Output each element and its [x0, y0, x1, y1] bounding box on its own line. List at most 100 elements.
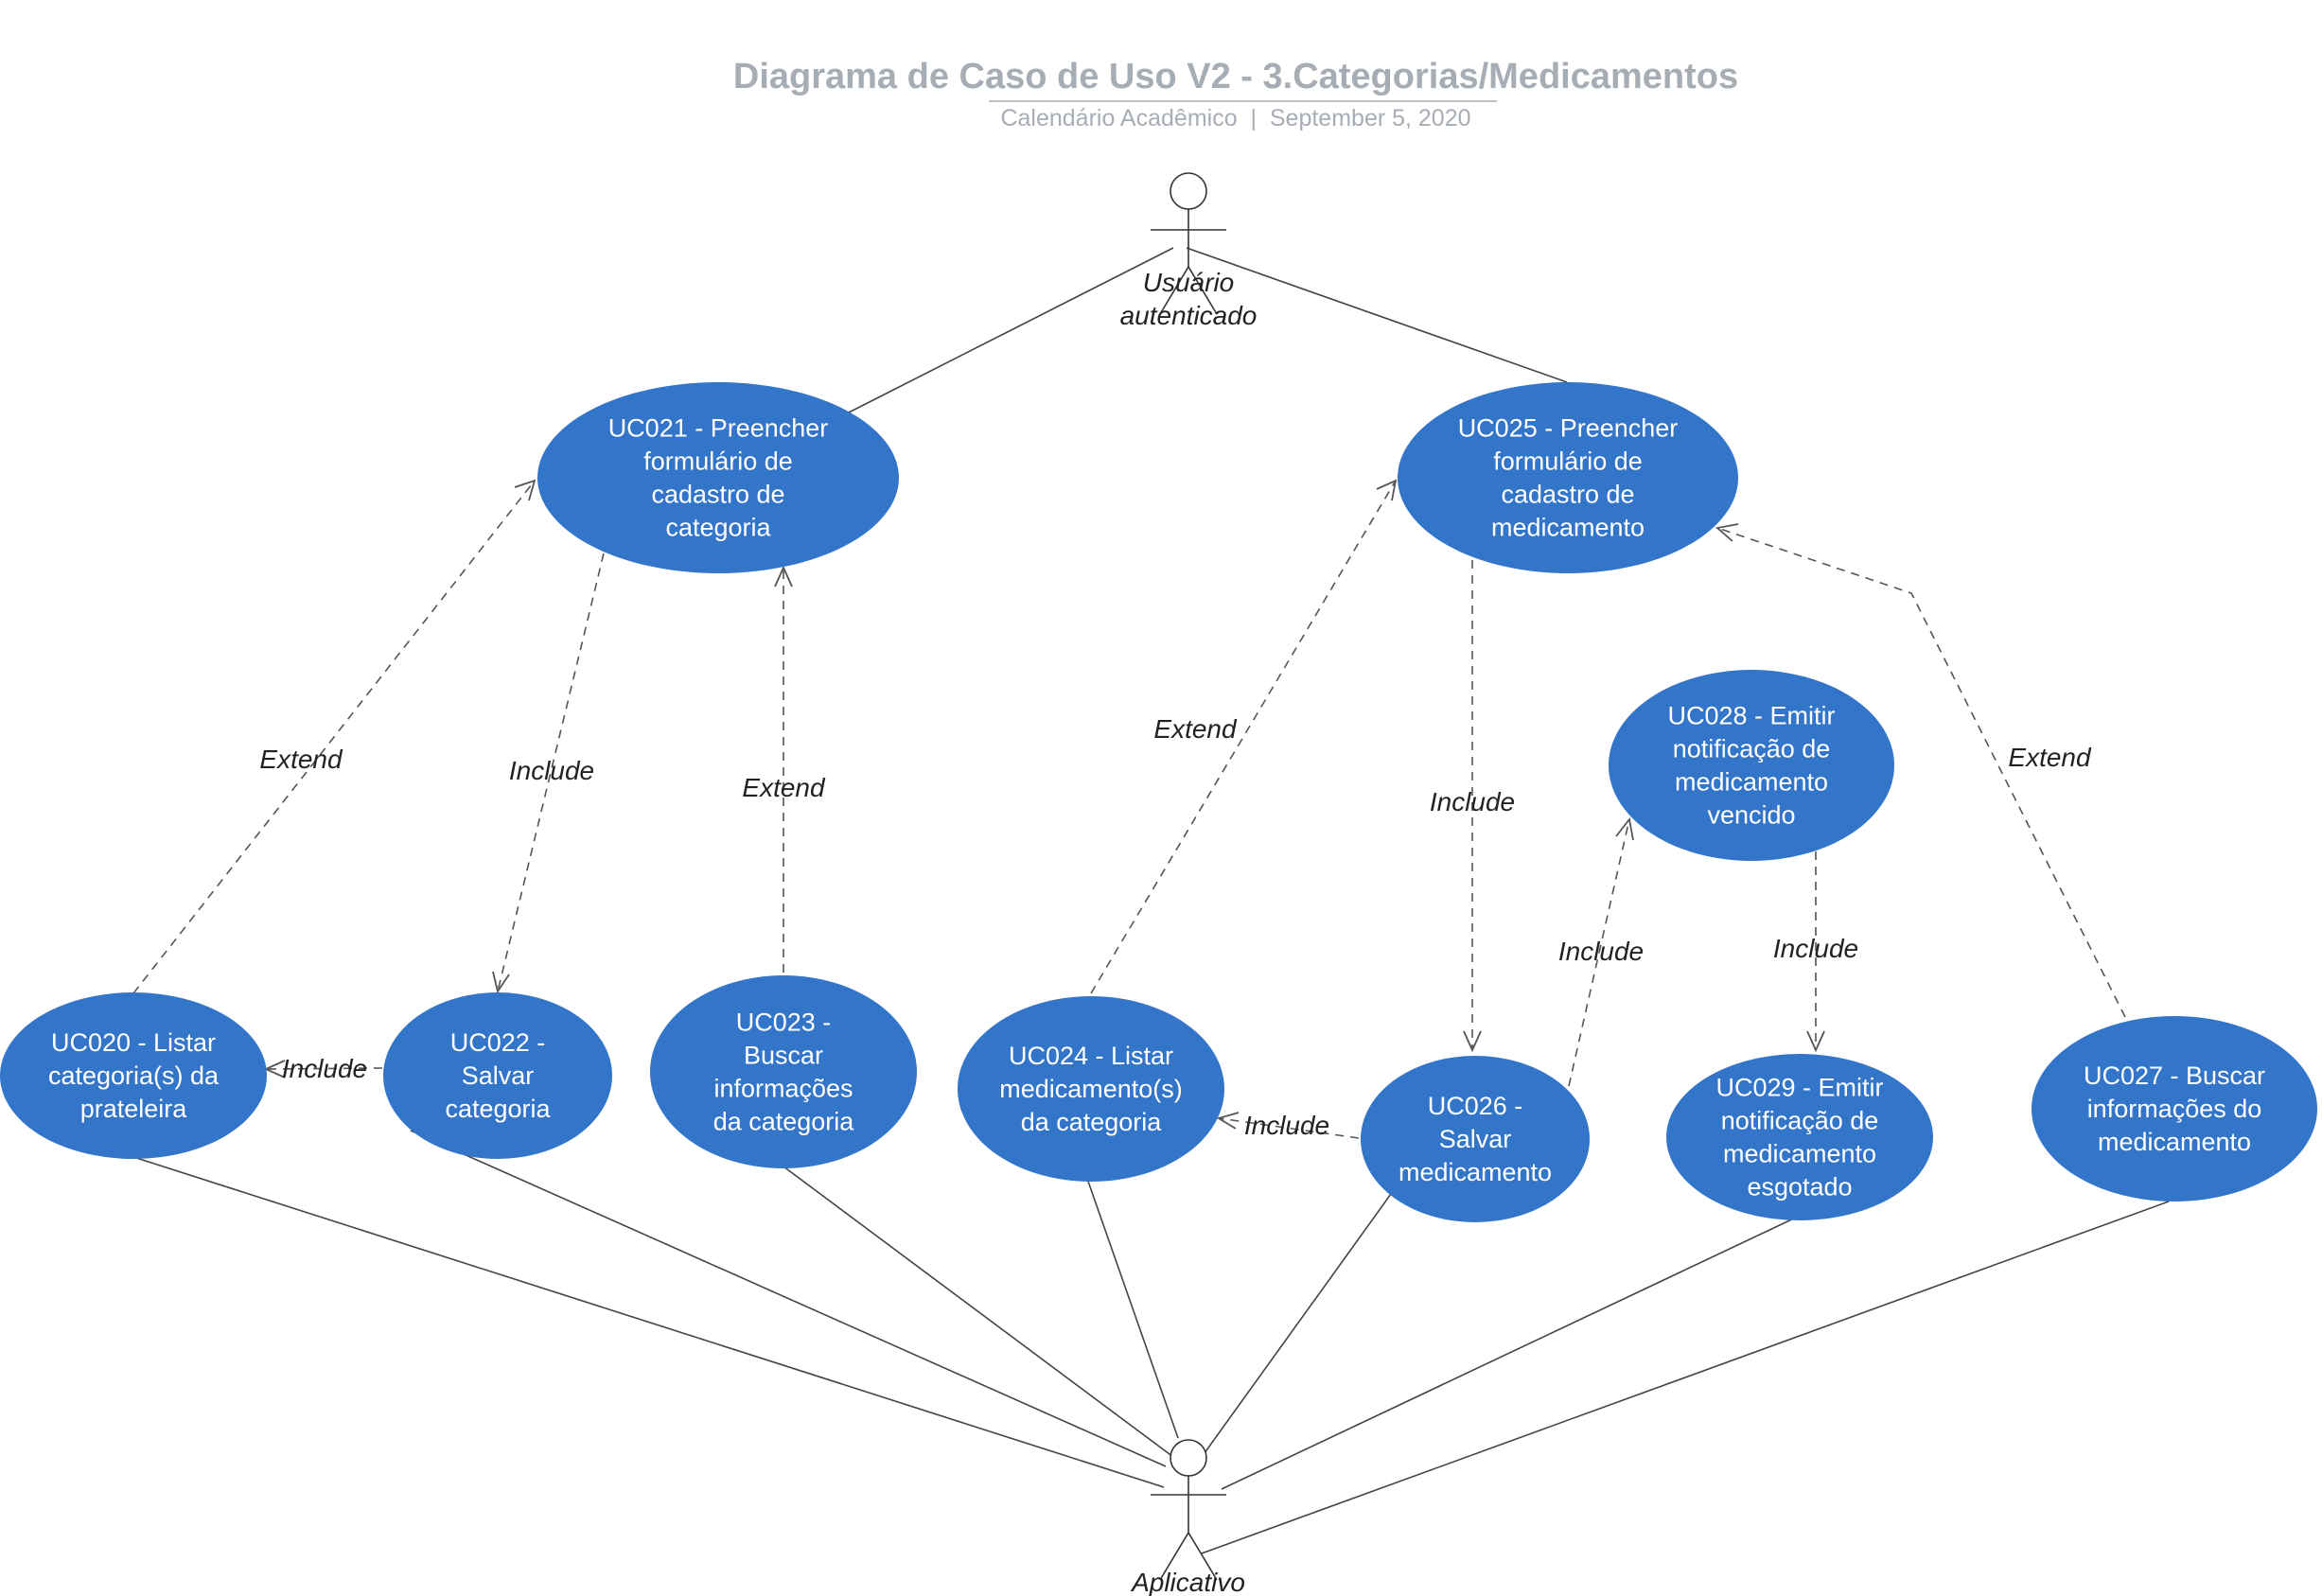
actor-leg-right [1187, 266, 1218, 315]
text-line: categoria [665, 514, 771, 542]
text-line: formulário de [1493, 447, 1643, 476]
text-line: notificação de [1673, 735, 1831, 763]
dep-arrowhead [1615, 816, 1634, 841]
text-line: cadastro de [1501, 481, 1634, 509]
label-uc023-uc021: Extend [742, 773, 826, 802]
text-line: Buscar [744, 1042, 823, 1070]
text-line: informações do [2087, 1095, 2262, 1123]
dep-uc022-uc020 [265, 1067, 383, 1070]
text-line: Aplicativo [1130, 1568, 1245, 1596]
assoc-app-uc020 [130, 1155, 1165, 1488]
dep-uc027-uc025 [1716, 527, 2126, 1018]
diagram-subtitle: Calendário Acadêmico | September 5, 2020 [1000, 105, 1470, 132]
actor-app-label: Aplicativo [1130, 1568, 1245, 1596]
use-case-uc029[interactable]: UC029 - Emitir notificação de medicamento e… [1666, 1054, 1933, 1220]
text-line: Salvar [1439, 1125, 1512, 1153]
text-line: categoria(s) da [48, 1061, 220, 1090]
dep-arrowhead [1376, 479, 1398, 501]
use-case-uc027[interactable]: UC027 - Buscar informações do medicamento [2032, 1016, 2317, 1201]
dep-arrowhead [774, 565, 793, 588]
use-case-ellipse [383, 992, 612, 1159]
text-line: medicamento [1398, 1158, 1552, 1186]
assoc-app-uc029 [1221, 1215, 1801, 1490]
text-line: UC029 - Emitir [1715, 1074, 1883, 1102]
actor-head [1170, 1439, 1207, 1477]
text-line: cadastro de [651, 481, 784, 509]
use-case-ellipse [1609, 670, 1894, 861]
text-line: Salvar [462, 1061, 535, 1090]
assoc-app-uc022 [410, 1130, 1167, 1467]
label-uc024-uc025: Extend [1153, 714, 1238, 744]
use-case-label: UC020 - Listar categoria(s) da prateleira [48, 1028, 220, 1123]
text-line: medicamento [1723, 1140, 1876, 1168]
text-line: autenticado [1120, 301, 1258, 330]
text-line: esgotado [1747, 1173, 1852, 1201]
text-line: UC026 - [1428, 1092, 1523, 1120]
label-uc027-uc025: Extend [2008, 743, 2092, 772]
text-line: UC027 - Buscar [2084, 1061, 2265, 1090]
use-case-label: UC026 - Salvar medicamento [1398, 1092, 1552, 1186]
text-line: vencido [1707, 801, 1795, 830]
text-line: medicamento [2098, 1128, 2251, 1156]
use-case-label: UC027 - Buscar informações do medicamento [2084, 1061, 2265, 1156]
label-uc022-uc020: Include [282, 1054, 367, 1083]
dependencies [132, 479, 2126, 1139]
text-line: medicamento(s) [999, 1075, 1183, 1103]
relation-labels: Extend Include Extend Include Extend Inc… [259, 714, 2092, 1140]
assoc-user-uc021 [848, 247, 1174, 413]
assoc-app-uc024 [1085, 1175, 1179, 1439]
dep-arrowhead [1216, 1112, 1240, 1130]
use-case-ellipse [1398, 382, 1738, 573]
dep-uc026-uc028 [1568, 818, 1630, 1087]
label-uc021-uc022: Include [509, 756, 594, 785]
use-case-ellipse [0, 992, 267, 1159]
use-case-ellipse [958, 996, 1224, 1182]
actor-leg-left [1159, 266, 1189, 315]
text-line: notificação de [1721, 1107, 1879, 1135]
text-line: prateleira [80, 1095, 188, 1123]
assoc-app-uc026 [1201, 1193, 1392, 1458]
text-line: categoria [445, 1095, 551, 1123]
use-case-uc020[interactable]: UC020 - Listar categoria(s) da prateleira [0, 992, 267, 1159]
actor-app[interactable]: Aplicativo [1130, 1439, 1245, 1596]
dep-arrowhead [1806, 1030, 1825, 1053]
text-line: UC028 - Emitir [1667, 702, 1835, 730]
use-case-ellipse [2032, 1016, 2317, 1201]
actor-leg-right [1187, 1532, 1218, 1581]
dep-uc026-uc024 [1218, 1117, 1360, 1139]
label-uc020-uc021: Extend [259, 745, 343, 774]
text-line: UC023 - [736, 1008, 832, 1037]
dep-arrowhead [492, 971, 510, 994]
use-case-ellipse [1666, 1054, 1933, 1220]
label-uc026-uc028: Include [1558, 937, 1644, 966]
dep-uc020-uc021 [132, 480, 536, 994]
text-line: UC024 - Listar [1009, 1042, 1173, 1070]
use-case-uc026[interactable]: UC026 - Salvar medicamento [1361, 1056, 1590, 1222]
text-line: informações [713, 1075, 853, 1103]
dep-arrowhead [1463, 1030, 1482, 1053]
label-uc025-uc026: Include [1430, 787, 1515, 816]
actor-leg-left [1159, 1532, 1189, 1581]
text-line: UC020 - Listar [51, 1028, 216, 1057]
dep-arrowhead [1715, 523, 1739, 542]
actor-head [1170, 172, 1207, 210]
use-case-ellipse [1361, 1056, 1590, 1222]
diagram-title: Diagrama de Caso de Uso V2 - 3.Categoria… [733, 57, 1738, 96]
text-line: UC021 - Preencher [608, 414, 829, 443]
use-case-ellipse [537, 382, 899, 573]
